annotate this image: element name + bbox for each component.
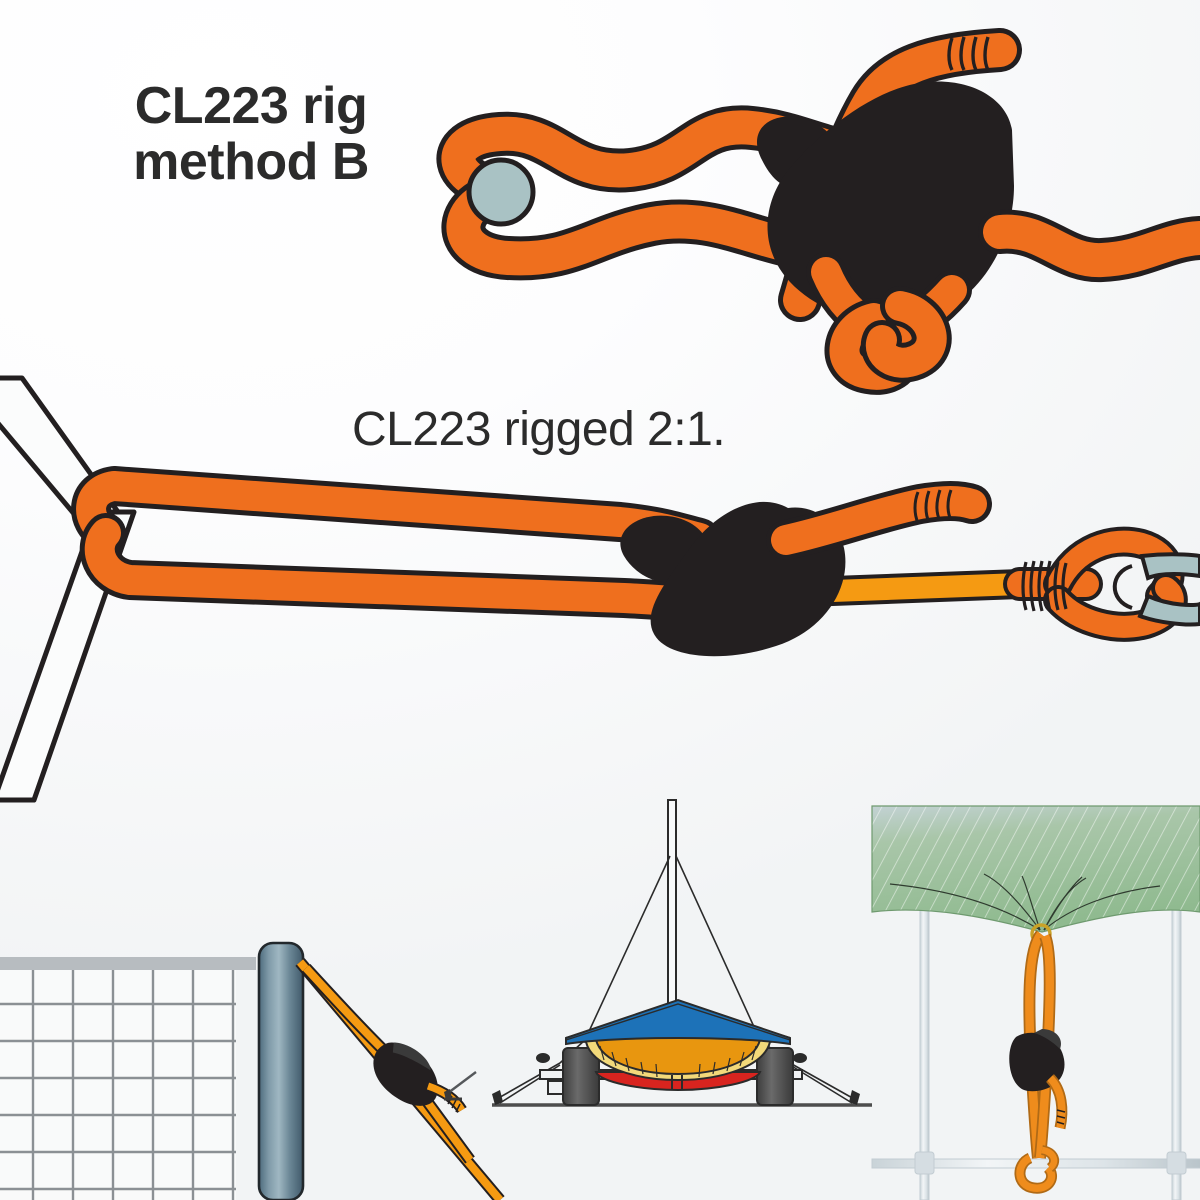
application-volleyball-net <box>0 941 505 1200</box>
diagram-caption: CL223 rigged 2:1. <box>352 403 726 456</box>
net-ground-stake <box>444 1071 477 1101</box>
net-mesh <box>0 966 236 1200</box>
page-title: CL223 rig method B <box>133 77 369 192</box>
awning-hook <box>1014 1145 1060 1194</box>
rope-cleat-tail-2 <box>766 481 992 560</box>
rope-upper-fall <box>71 466 720 558</box>
awning-rope-tail <box>1045 1074 1068 1130</box>
stopper-knot <box>824 286 952 395</box>
rope-exit-right <box>978 209 1200 283</box>
net-top-tape <box>0 957 256 970</box>
application-awning <box>871 805 1200 1200</box>
boat-hull <box>565 998 791 1092</box>
rope-whipping-top <box>947 36 990 71</box>
awning-clamcleat <box>1009 1029 1065 1092</box>
trailer-wheels <box>562 1047 794 1106</box>
diagram-rigged-2to1 <box>0 375 1200 803</box>
application-boat-trailer <box>492 799 872 1107</box>
awning-stress-lines <box>889 873 1161 931</box>
spliced-eye <box>1003 526 1188 642</box>
rig-ring <box>466 157 536 227</box>
rope-lower-fall <box>79 513 726 624</box>
shackle <box>1112 552 1200 627</box>
boat-guy-tensioners <box>492 1053 860 1105</box>
net-pole <box>257 941 305 1200</box>
awning-fabric <box>871 805 1200 945</box>
net-guy-clamcleat <box>373 1042 438 1106</box>
eye-whipping <box>1021 560 1068 612</box>
diagram-rig-method-b <box>436 28 1200 395</box>
rope-whipping-2 <box>913 489 953 524</box>
